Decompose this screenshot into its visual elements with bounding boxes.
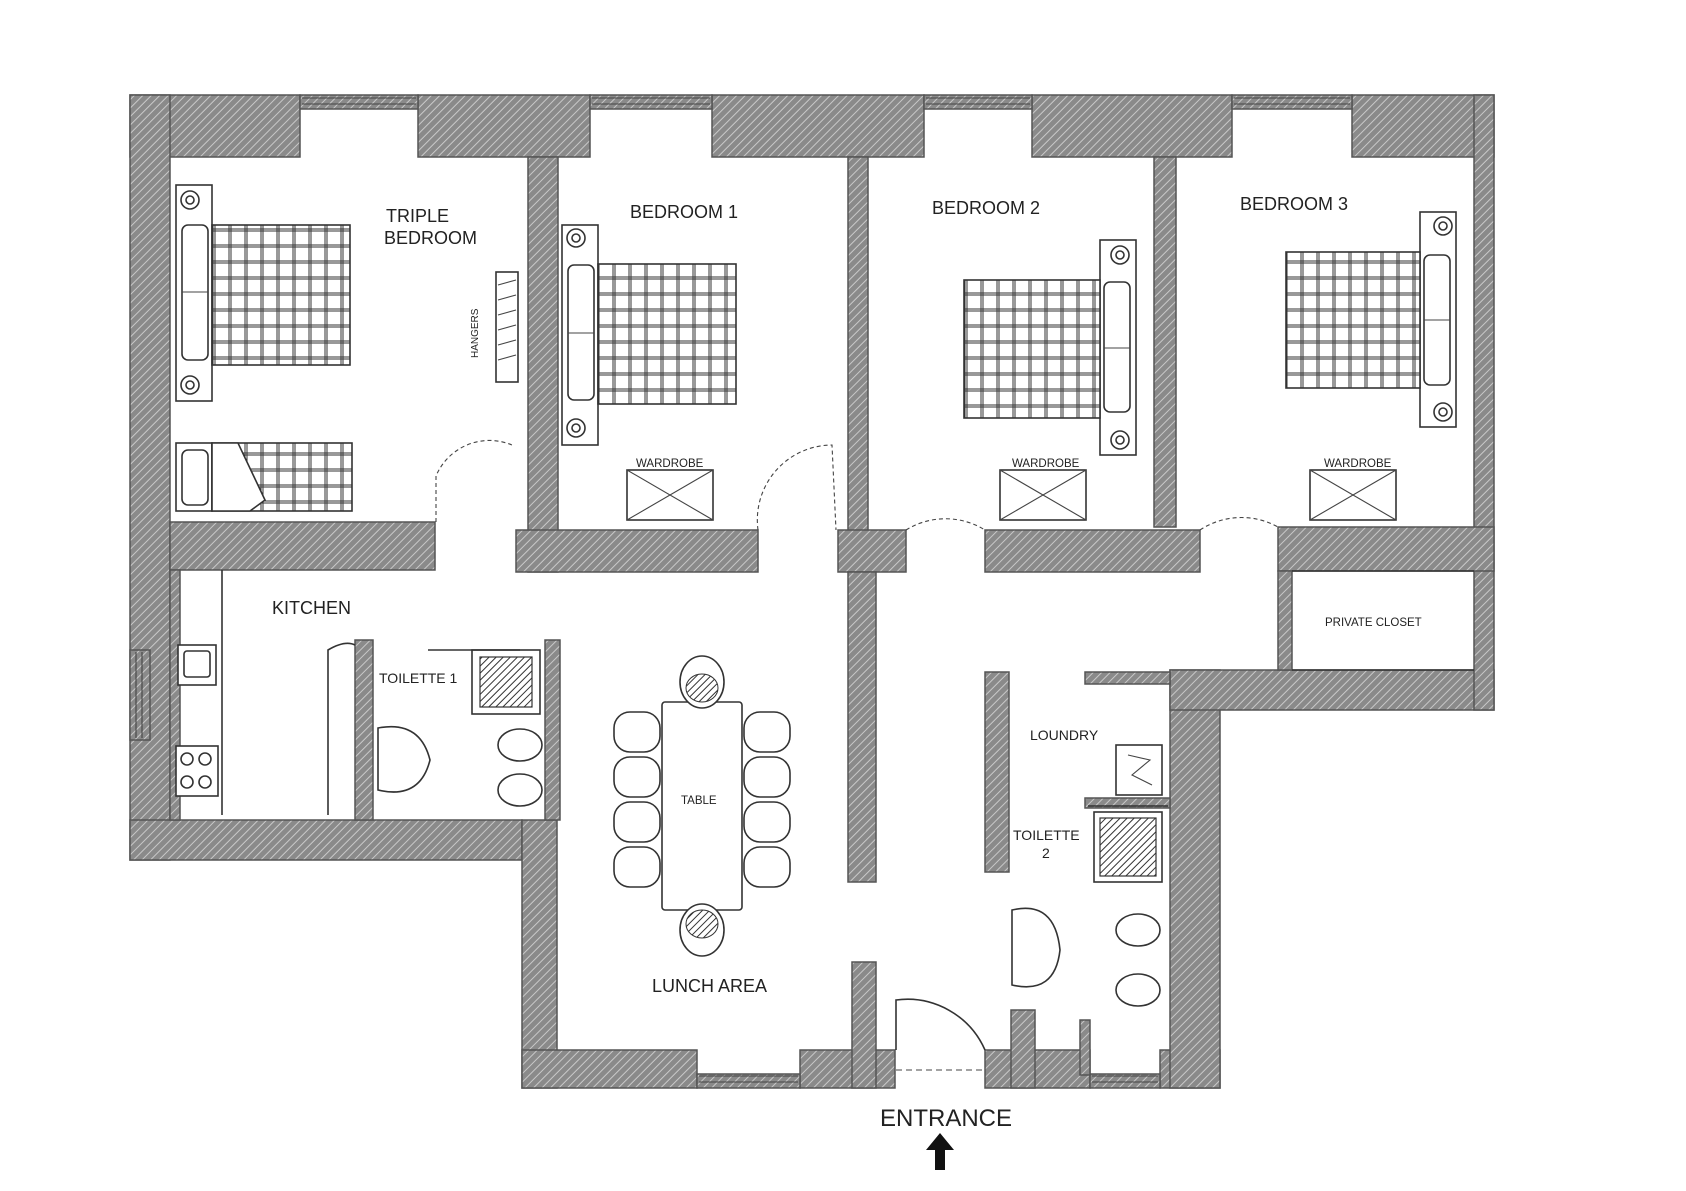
toilette1-fixtures <box>377 649 543 807</box>
dining-table <box>613 655 791 957</box>
wardrobe-label-bedroom3: WARDROBE <box>1324 458 1392 470</box>
hangers-rack <box>495 271 519 383</box>
room-label-bedroom1: BEDROOM 1 <box>630 202 738 222</box>
door-swings <box>435 439 1279 1071</box>
entrance-arrow-icon <box>926 1133 954 1170</box>
wardrobe-label-bedroom1: WARDROBE <box>636 458 704 470</box>
kitchen-counter <box>175 570 356 815</box>
triple-bedroom-double-bed <box>175 184 351 402</box>
room-label-bedroom2: BEDROOM 2 <box>932 198 1040 218</box>
room-label-triple-bedroom-line2: BEDROOM <box>384 228 477 248</box>
bedroom3-bed <box>1285 211 1457 428</box>
triple-bedroom-single-bed <box>175 442 353 512</box>
private-closet-box <box>1292 570 1474 671</box>
room-label-toilette2-line2: 2 <box>1042 845 1050 861</box>
table-label: TABLE <box>681 795 717 807</box>
room-label-toilette2-line1: TOILETTE <box>1013 827 1080 843</box>
room-label-triple-bedroom-line1: TRIPLE <box>386 206 449 226</box>
room-label-toilette1: TOILETTE 1 <box>379 670 458 686</box>
room-label-lunch-area: LUNCH AREA <box>652 976 767 996</box>
room-label-private-closet: PRIVATE CLOSET <box>1325 617 1422 629</box>
toilette2-fixtures <box>1011 744 1168 1007</box>
room-label-loundry: LOUNDRY <box>1030 727 1099 743</box>
wardrobe-label-bedroom2: WARDROBE <box>1012 458 1080 470</box>
windows <box>135 97 1350 1083</box>
entrance-label: ENTRANCE <box>880 1105 1012 1132</box>
walls <box>129 94 1495 1089</box>
wardrobes <box>626 469 1397 521</box>
room-label-bedroom3: BEDROOM 3 <box>1240 194 1348 214</box>
hangers-label: HANGERS <box>470 308 481 358</box>
room-label-kitchen: KITCHEN <box>272 598 351 618</box>
bedroom2-bed <box>963 239 1137 456</box>
bedroom1-bed <box>561 224 737 446</box>
